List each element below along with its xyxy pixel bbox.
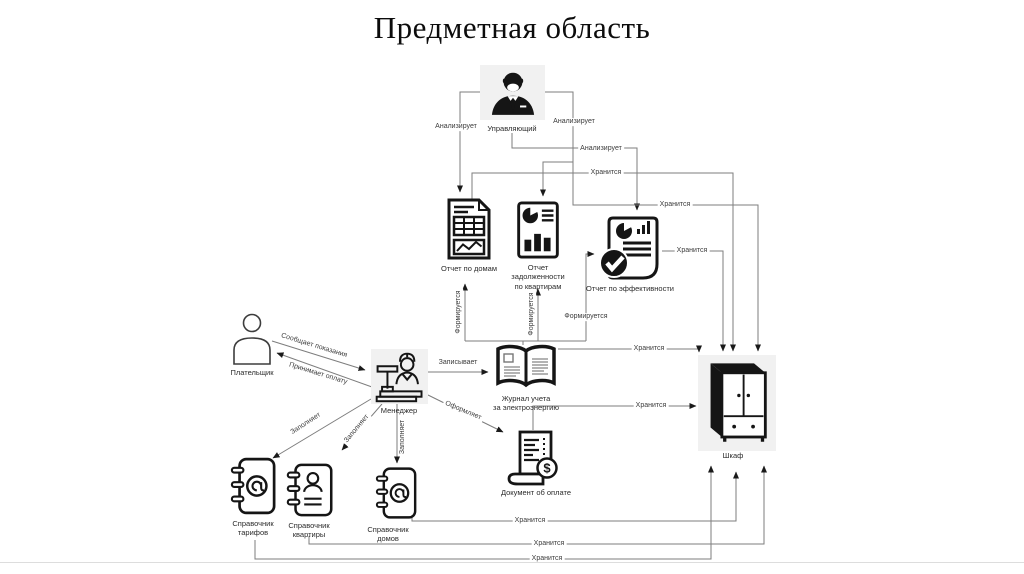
address-book-icon xyxy=(374,466,418,520)
edge-label-hranitsya-8: Хранится xyxy=(529,555,565,563)
edge-label-analiziruet-bottom: Анализирует xyxy=(578,145,624,153)
report-houses-icon xyxy=(446,198,492,260)
edge-label-hranitsya-7: Хранится xyxy=(531,540,567,548)
payment-receipt-icon: $ xyxy=(505,428,565,488)
node-menedzher xyxy=(371,349,428,404)
label-otchet-zadolzhennosti: Отчет задолженности по квартирам xyxy=(511,263,565,291)
node-platelshchik xyxy=(231,312,273,366)
wardrobe-icon xyxy=(703,359,771,447)
edge-label-zapolnyaet-3: Заполняет xyxy=(399,417,407,457)
edge-label-hranitsya-2: Хранится xyxy=(657,201,693,209)
businessman-icon xyxy=(488,69,538,117)
label-spravochnik-tarifov: Справочник тарифов xyxy=(232,519,274,538)
label-zhurnal-ucheta: Журнал учета за электроэнергию xyxy=(493,394,559,413)
label-spravochnik-domov: Справочник домов xyxy=(367,525,409,544)
page-title: Предметная область xyxy=(373,10,651,45)
label-otchet-po-effektivnosti: Отчет по эффективности xyxy=(586,284,674,293)
edge-label-analiziruet-right: Анализирует xyxy=(551,118,597,126)
node-spravochnik-tarifov xyxy=(229,456,277,516)
node-upravlyayushchiy xyxy=(480,65,545,120)
label-menedzher: Менеджер xyxy=(380,406,418,415)
address-book-icon xyxy=(229,456,277,516)
edge-label-formiruetsya-3: Формируется xyxy=(562,313,610,321)
edge-label-hranitsya-3: Хранится xyxy=(674,247,710,255)
contacts-book-icon xyxy=(284,462,336,518)
edge-label-hranitsya-5: Хранится xyxy=(633,402,669,410)
label-shkaf: Шкаф xyxy=(722,451,744,460)
edge-formiruetsya-bus xyxy=(465,340,586,345)
edge-label-formiruetsya-1: Формируется xyxy=(455,288,463,336)
edge-formiruetsya-effektivnost xyxy=(585,251,595,341)
ledger-book-icon xyxy=(492,343,560,393)
edge-label-formiruetsya-2: Формируется xyxy=(528,290,536,338)
edge-analiziruet-domam xyxy=(457,91,480,193)
node-spravochnik-kvartiry xyxy=(284,462,336,518)
slide-bottom-border xyxy=(0,562,1024,563)
label-otchet-po-domam: Отчет по домам xyxy=(441,264,497,273)
node-spravochnik-domov xyxy=(374,466,418,520)
edge-label-zapisyvaet: Записывает xyxy=(436,359,480,367)
edge-analiziruet-effektivnost xyxy=(511,133,640,211)
edge-label-analiziruet-left: Анализирует xyxy=(433,123,479,131)
label-platelshchik: Плательщик xyxy=(230,368,274,377)
edge-hranitsya-tarifov-shkaf xyxy=(254,465,714,560)
edge-zapolnyaet-tarifov xyxy=(272,398,372,459)
node-shkaf xyxy=(698,355,776,451)
payer-person-icon xyxy=(231,312,273,366)
label-upravlyayushchiy: Управляющий xyxy=(487,124,537,133)
label-spravochnik-kvartiry: Справочник квартиры xyxy=(288,521,330,540)
node-otchet-po-effektivnosti xyxy=(597,216,663,282)
edge-hranitsya-zhurnal-shkaf xyxy=(558,345,702,353)
svg-text:$: $ xyxy=(543,461,551,476)
label-dokument-ob-oplate: Документ об оплате xyxy=(500,488,572,497)
edge-hranitsya-effektivnost-shkaf xyxy=(662,250,726,352)
edge-hranitsya-domov-shkaf xyxy=(411,471,739,522)
edge-soobshchaet-pokazaniya xyxy=(271,340,366,371)
node-otchet-po-domam xyxy=(446,198,492,260)
edge-label-hranitsya-1: Хранится xyxy=(588,169,624,177)
manager-desk-icon xyxy=(373,351,427,403)
edge-label-hranitsya-6: Хранится xyxy=(512,517,548,525)
node-dokument-ob-oplate: $ xyxy=(505,428,565,488)
node-otchet-zadolzhennosti xyxy=(516,201,560,259)
report-efficiency-icon xyxy=(597,216,663,282)
node-zhurnal-ucheta xyxy=(492,343,560,393)
edge-label-hranitsya-4: Хранится xyxy=(631,345,667,353)
edge-prinimaet-oplatu xyxy=(276,352,373,388)
report-debt-icon xyxy=(516,201,560,259)
